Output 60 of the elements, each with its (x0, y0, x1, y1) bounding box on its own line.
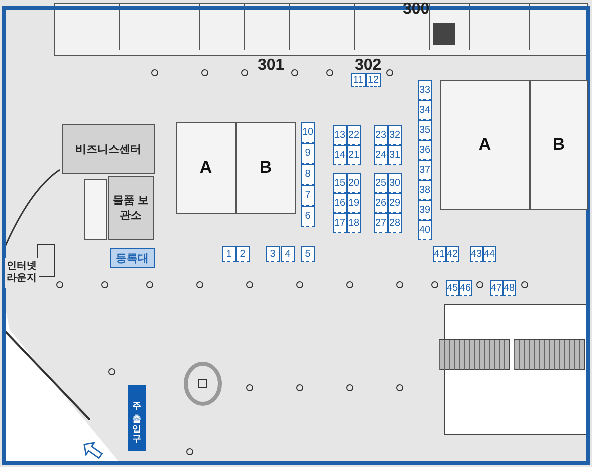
booth-number: 38 (418, 180, 432, 200)
room-label: 물품 보관소 (108, 176, 154, 240)
booth-number: 21 (347, 145, 361, 165)
booth-number: 31 (388, 145, 402, 165)
booth-number: 2 (236, 246, 250, 262)
booth-number: 12 (366, 73, 381, 87)
booth-number: 22 (347, 125, 361, 145)
booth-number: 9 (301, 143, 315, 164)
booth-number: 17 (333, 213, 347, 233)
booth-number: 23 (374, 125, 388, 145)
booth-number: 3 (266, 246, 280, 262)
booth-number: 16 (333, 193, 347, 213)
booth-number: 7 (301, 185, 315, 206)
room-number: 300 (403, 1, 430, 19)
booth-number: 13 (333, 125, 347, 145)
booth-number: 46 (459, 280, 472, 296)
booth-number: 18 (347, 213, 361, 233)
booth-number: 39 (418, 200, 432, 220)
booth-number: 37 (418, 160, 432, 180)
booth-number: 24 (374, 145, 388, 165)
booth-number: 5 (301, 246, 315, 262)
room-number: 301 (258, 57, 285, 75)
booth-number: 48 (503, 280, 516, 296)
booth-number: 42 (446, 246, 459, 262)
booth-number: 10 (301, 122, 315, 143)
room-number: 302 (355, 57, 382, 75)
booth-number: 32 (388, 125, 402, 145)
booth-number: 6 (301, 206, 315, 227)
booth-number: 11 (351, 73, 366, 87)
booth-number: 35 (418, 120, 432, 140)
booth-number: 26 (374, 193, 388, 213)
booth-number: 41 (433, 246, 446, 262)
booth-number: 20 (347, 173, 361, 193)
booth-number: 4 (281, 246, 295, 262)
booth-number: 8 (301, 164, 315, 185)
booth-number: 47 (490, 280, 503, 296)
booth-number: 19 (347, 193, 361, 213)
booth-number: 1 (222, 246, 236, 262)
booth-number: 27 (374, 213, 388, 233)
booth-number: 36 (418, 140, 432, 160)
booth-number: 40 (418, 220, 432, 240)
booth-number: 34 (418, 100, 432, 120)
booth-number: 45 (446, 280, 459, 296)
room-label: 비즈니스센터 (62, 124, 155, 174)
registration-desk: 등록대 (110, 248, 155, 268)
booth-number: 15 (333, 173, 347, 193)
booth-number: 30 (388, 173, 402, 193)
hall-room: A (176, 122, 236, 214)
lounge-label: 인터넷 라운지 (5, 258, 39, 288)
booth-number: 25 (374, 173, 388, 193)
booth-number: 29 (388, 193, 402, 213)
booth-number: 44 (483, 246, 496, 262)
booth-number: 43 (470, 246, 483, 262)
booth-number: 28 (388, 213, 402, 233)
hall-room: B (530, 80, 588, 210)
entrance-band: 주출입구 (128, 385, 146, 451)
booth-number: 14 (333, 145, 347, 165)
hall-room: A (440, 80, 530, 210)
booth-number: 33 (418, 80, 432, 100)
hall-room: B (236, 122, 296, 214)
